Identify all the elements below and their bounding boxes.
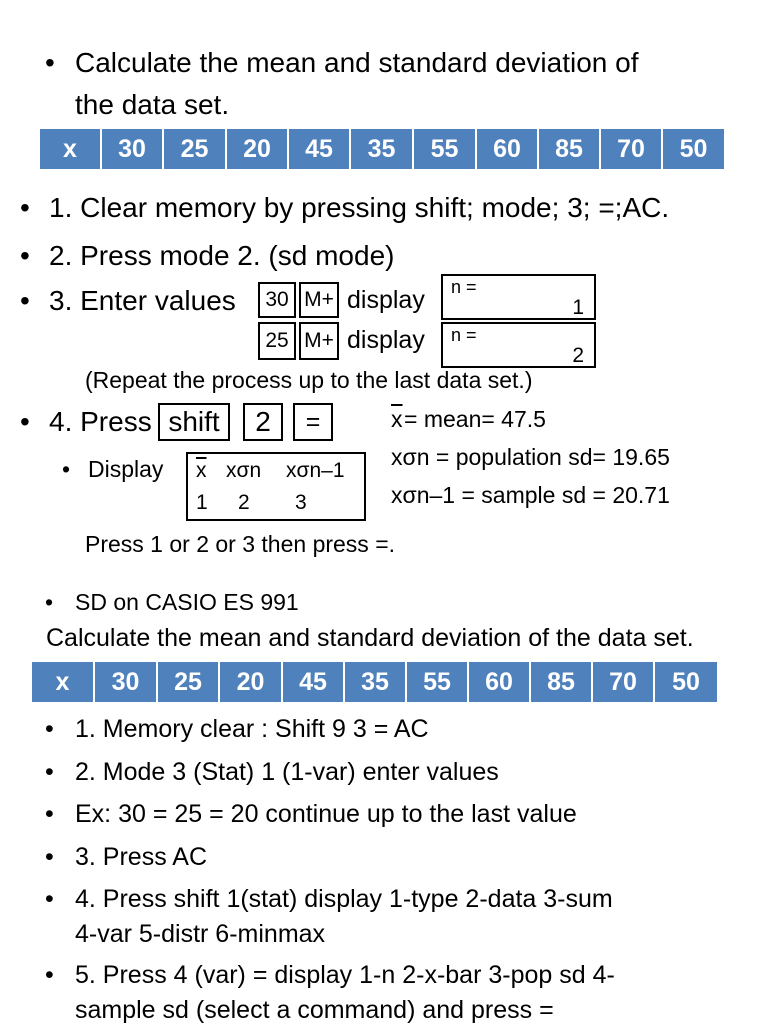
data-table-1: x 30 25 20 45 35 55 60 85 70 50 (40, 129, 724, 169)
mean-symbol: x (391, 406, 403, 432)
screen-value: 2 (572, 344, 584, 367)
table-cell: 70 (593, 662, 655, 702)
casio-step-4-line2: 4-var 5-distr 6-minmax (75, 920, 326, 948)
section-2-intro: Calculate the mean and standard deviatio… (46, 624, 694, 652)
intro-text: Calculate the mean and standard deviatio… (75, 47, 639, 78)
key-2: 2 (243, 403, 283, 441)
screen-value: 1 (572, 296, 584, 319)
table-cell: 30 (102, 129, 164, 169)
table-cell: 85 (539, 129, 601, 169)
menu-option-2: 2 (238, 491, 250, 514)
sample-sd-result: xσn–1 = sample sd = 20.71 (391, 482, 670, 508)
intro-text-line2: the data set. (75, 89, 230, 120)
bullet-icon: • (20, 406, 30, 437)
casio-example: Ex: 30 = 25 = 20 continue up to the last… (75, 800, 577, 828)
key-30: 30 (258, 282, 296, 318)
casio-step-4: 4. Press shift 1(stat) display 1-type 2-… (75, 885, 613, 913)
table-cell: 20 (227, 129, 289, 169)
bullet-icon: • (20, 240, 30, 271)
screen-label: n = (451, 277, 477, 297)
bullet-icon: • (45, 715, 54, 743)
bullet-icon: • (45, 800, 54, 828)
menu-xbar: x (196, 459, 207, 482)
key-equals: = (293, 403, 333, 441)
step-3-label: 3. Enter values (49, 285, 236, 316)
table-cell: 60 (477, 129, 539, 169)
screen-label: n = (451, 325, 477, 345)
table-cell: 25 (158, 662, 220, 702)
table-cell: 45 (283, 662, 345, 702)
key-shift: shift (158, 403, 230, 441)
table-cell: 85 (531, 662, 593, 702)
key-25: 25 (258, 322, 296, 360)
display-label: display (347, 286, 425, 314)
table-cell: 35 (351, 129, 414, 169)
step-1-text: 1. Clear memory by pressing shift; mode;… (49, 192, 670, 223)
bullet-icon: • (45, 47, 55, 78)
table-cell: 25 (164, 129, 227, 169)
casio-step-1: 1. Memory clear : Shift 9 3 = AC (75, 715, 429, 743)
bullet-icon: • (45, 961, 54, 989)
menu-option-1: 1 (196, 491, 208, 514)
table-cell: 35 (345, 662, 407, 702)
press-note: Press 1 or 2 or 3 then press =. (85, 531, 396, 557)
display-label: Display (88, 456, 164, 482)
table-cell: 55 (407, 662, 469, 702)
bullet-icon: • (45, 843, 54, 871)
table-cell: 60 (469, 662, 531, 702)
data-table-2: x 30 25 20 45 35 55 60 85 70 50 (32, 662, 717, 702)
table-cell: 30 (95, 662, 158, 702)
key-m-plus: M+ (299, 322, 339, 360)
table-cell: 50 (663, 129, 724, 169)
casio-step-5-line2: sample sd (select a command) and press = (75, 996, 554, 1024)
step-4-label: 4. Press (49, 406, 152, 437)
key-m-plus: M+ (299, 282, 339, 318)
menu-xsn-1: xσn–1 (286, 459, 345, 482)
calculator-screen-n1: n = 1 (441, 274, 596, 320)
calculator-screen-stat-menu: x xσn xσn–1 1 2 3 (186, 452, 366, 521)
casio-step-2: 2. Mode 3 (Stat) 1 (1-var) enter values (75, 758, 499, 786)
bullet-icon: • (45, 885, 54, 913)
table-cell: 45 (289, 129, 351, 169)
population-sd-result: xσn = population sd= 19.65 (391, 444, 670, 470)
step-2-text: 2. Press mode 2. (sd mode) (49, 240, 395, 271)
calculator-screen-n2: n = 2 (441, 322, 596, 368)
bullet-icon: • (45, 589, 54, 615)
bullet-icon: • (45, 758, 54, 786)
table-cell: 70 (601, 129, 663, 169)
table-cell: 20 (220, 662, 283, 702)
casio-step-3: 3. Press AC (75, 843, 207, 871)
display-label: display (347, 326, 425, 354)
table-cell: 55 (414, 129, 477, 169)
bullet-icon: • (62, 456, 71, 482)
bullet-icon: • (20, 285, 30, 316)
menu-option-3: 3 (295, 491, 307, 514)
table-header-x: x (40, 129, 102, 169)
table-cell: 50 (655, 662, 717, 702)
mean-result: = mean= 47.5 (404, 406, 546, 432)
repeat-note: (Repeat the process up to the last data … (85, 367, 533, 393)
menu-xsn: xσn (226, 459, 262, 482)
casio-step-5: 5. Press 4 (var) = display 1-n 2-x-bar 3… (75, 961, 615, 989)
table-header-x: x (32, 662, 95, 702)
bullet-icon: • (20, 192, 30, 223)
section-2-heading: SD on CASIO ES 991 (75, 589, 299, 615)
